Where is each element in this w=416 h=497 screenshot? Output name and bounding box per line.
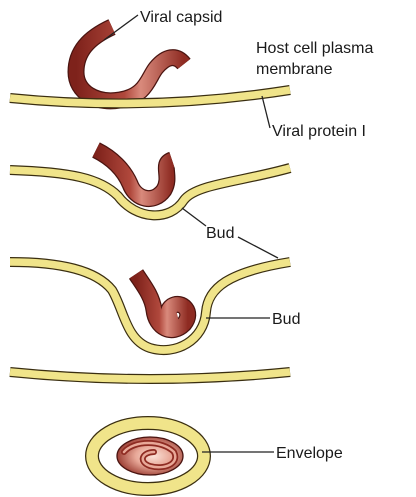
host-membrane-4 [10, 372, 290, 379]
label-bud-2: Bud [272, 311, 300, 328]
viral-capsid-3 [136, 274, 188, 330]
leader-viral-protein [262, 96, 270, 128]
stage-2: Bud [10, 150, 290, 258]
stage-3: Bud [10, 262, 300, 350]
label-viral-capsid: Viral capsid [140, 9, 222, 26]
viral-capsid-4 [117, 437, 183, 475]
viral-capsid-1 [76, 27, 184, 101]
leader-bud-1 [182, 208, 206, 226]
label-viral-protein: Viral protein I [272, 123, 366, 140]
label-bud-1: Bud [206, 225, 234, 242]
stage-1: Viral capsid Host cell plasma membrane V… [10, 9, 373, 140]
label-host-membrane-line1: Host cell plasma [256, 40, 373, 57]
leader-bud-1-b [238, 237, 278, 258]
label-envelope: Envelope [276, 445, 343, 462]
label-host-membrane-line2: membrane [256, 61, 333, 78]
stage-4: Envelope [10, 372, 343, 489]
